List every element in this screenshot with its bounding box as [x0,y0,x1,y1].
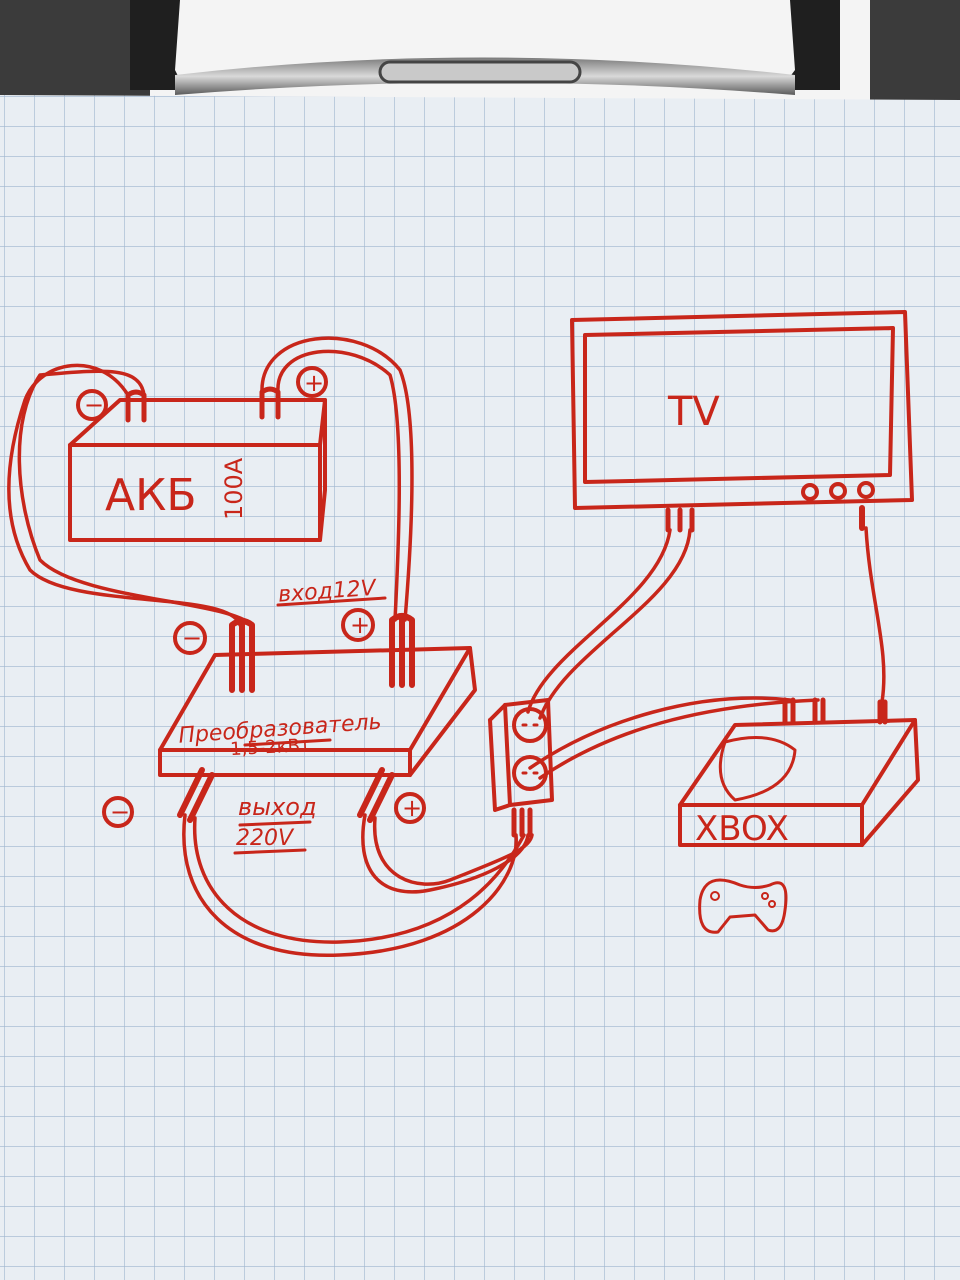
xbox-label: XBOX [695,809,789,849]
battery-negative-sign: − [84,391,104,419]
tv-power-port [665,507,695,533]
inverter-power: 1,5-2кВт [230,735,311,760]
graph-paper [0,95,960,1280]
inverter-in-negative-sign: − [182,624,202,652]
inverter-out-positive-sign: + [402,794,422,822]
inverter-output-label-2: 220V [236,826,295,851]
xbox-extra-port [877,699,888,725]
battery-positive-sign: + [304,369,324,397]
labels: АКБ 100A − + вход12V Преобразователь 1,5… [84,369,789,851]
xbox-hdmi-port [812,697,826,725]
inverter-in-positive-sign: + [350,611,370,639]
tv-label: TV [667,389,720,435]
inverter-output-label-1: выход [238,793,317,821]
wires [7,336,886,957]
battery-capacity: 100A [220,457,248,520]
inverter-input-negative-terminal [229,618,255,693]
inverter [102,596,477,855]
battery-positive-circle [296,366,328,398]
battery-negative-circle [76,389,108,421]
inverter-input-positive-terminal [389,613,415,688]
inverter-out-negative-sign: − [110,798,130,826]
gamepad-icon [698,878,788,934]
socket-plug [511,807,533,838]
xbox [678,697,920,847]
inverter-output-positive-terminal [357,767,395,823]
clipboard [0,0,960,110]
inverter-output-negative-terminal [177,767,215,823]
battery-label: АКБ [105,470,197,521]
tv [570,310,914,533]
